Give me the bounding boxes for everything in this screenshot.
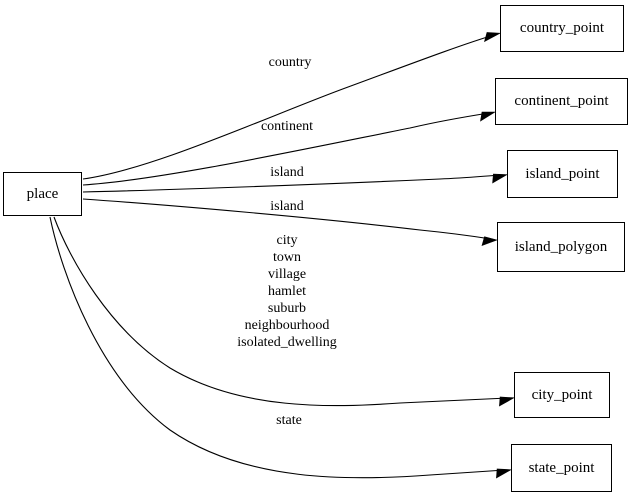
arrow-head-state-point xyxy=(496,468,513,479)
edge-path-country xyxy=(82,34,495,180)
arrow-head-continent xyxy=(480,111,497,122)
edge-place-to-continent-point[interactable] xyxy=(82,111,497,186)
node-place[interactable]: place xyxy=(3,172,82,216)
node-island-polygon[interactable]: island_polygon xyxy=(497,222,625,272)
edge-label-island-polygon: island xyxy=(270,199,304,214)
node-city-point-label: city_point xyxy=(531,386,593,403)
node-state-point-label: state_point xyxy=(528,459,595,476)
node-state-point[interactable]: state_point xyxy=(511,444,612,492)
edge-place-to-island-point[interactable] xyxy=(82,173,509,193)
node-island-point[interactable]: island_point xyxy=(507,150,618,198)
edge-place-to-city-point[interactable] xyxy=(53,216,516,407)
arrow-head-country xyxy=(484,32,502,43)
node-continent-point-label: continent_point xyxy=(514,93,609,109)
node-place-label: place xyxy=(26,185,59,202)
edge-label-continent: continent xyxy=(260,119,314,134)
arrow-head-island-point xyxy=(492,173,509,184)
edge-place-to-state-point[interactable] xyxy=(49,216,513,479)
edge-label-island-point: island xyxy=(270,165,304,180)
node-continent-point[interactable]: continent_point xyxy=(495,78,628,125)
node-country-point-label: country_point xyxy=(519,20,605,36)
edge-place-to-island-polygon[interactable] xyxy=(82,198,498,246)
edge-label-state-point: state xyxy=(276,413,302,428)
node-island-point-label: island_point xyxy=(525,165,600,182)
edge-path-state-point xyxy=(49,216,506,479)
edge-path-continent xyxy=(82,112,490,186)
edge-path-city-point xyxy=(53,216,509,407)
edge-path-island-polygon xyxy=(82,198,492,240)
edge-place-to-country-point[interactable] xyxy=(82,32,502,180)
node-country-point[interactable]: country_point xyxy=(500,5,624,52)
arrow-head-island-polygon xyxy=(481,236,498,246)
node-city-point[interactable]: city_point xyxy=(514,372,610,418)
edge-path-island-point xyxy=(82,174,502,193)
node-island-polygon-label: island_polygon xyxy=(514,238,608,255)
edge-label-city-point: city town village hamlet suburb neighbou… xyxy=(237,233,337,350)
edge-label-country: country xyxy=(268,55,312,70)
arrow-head-city-point xyxy=(499,396,516,407)
